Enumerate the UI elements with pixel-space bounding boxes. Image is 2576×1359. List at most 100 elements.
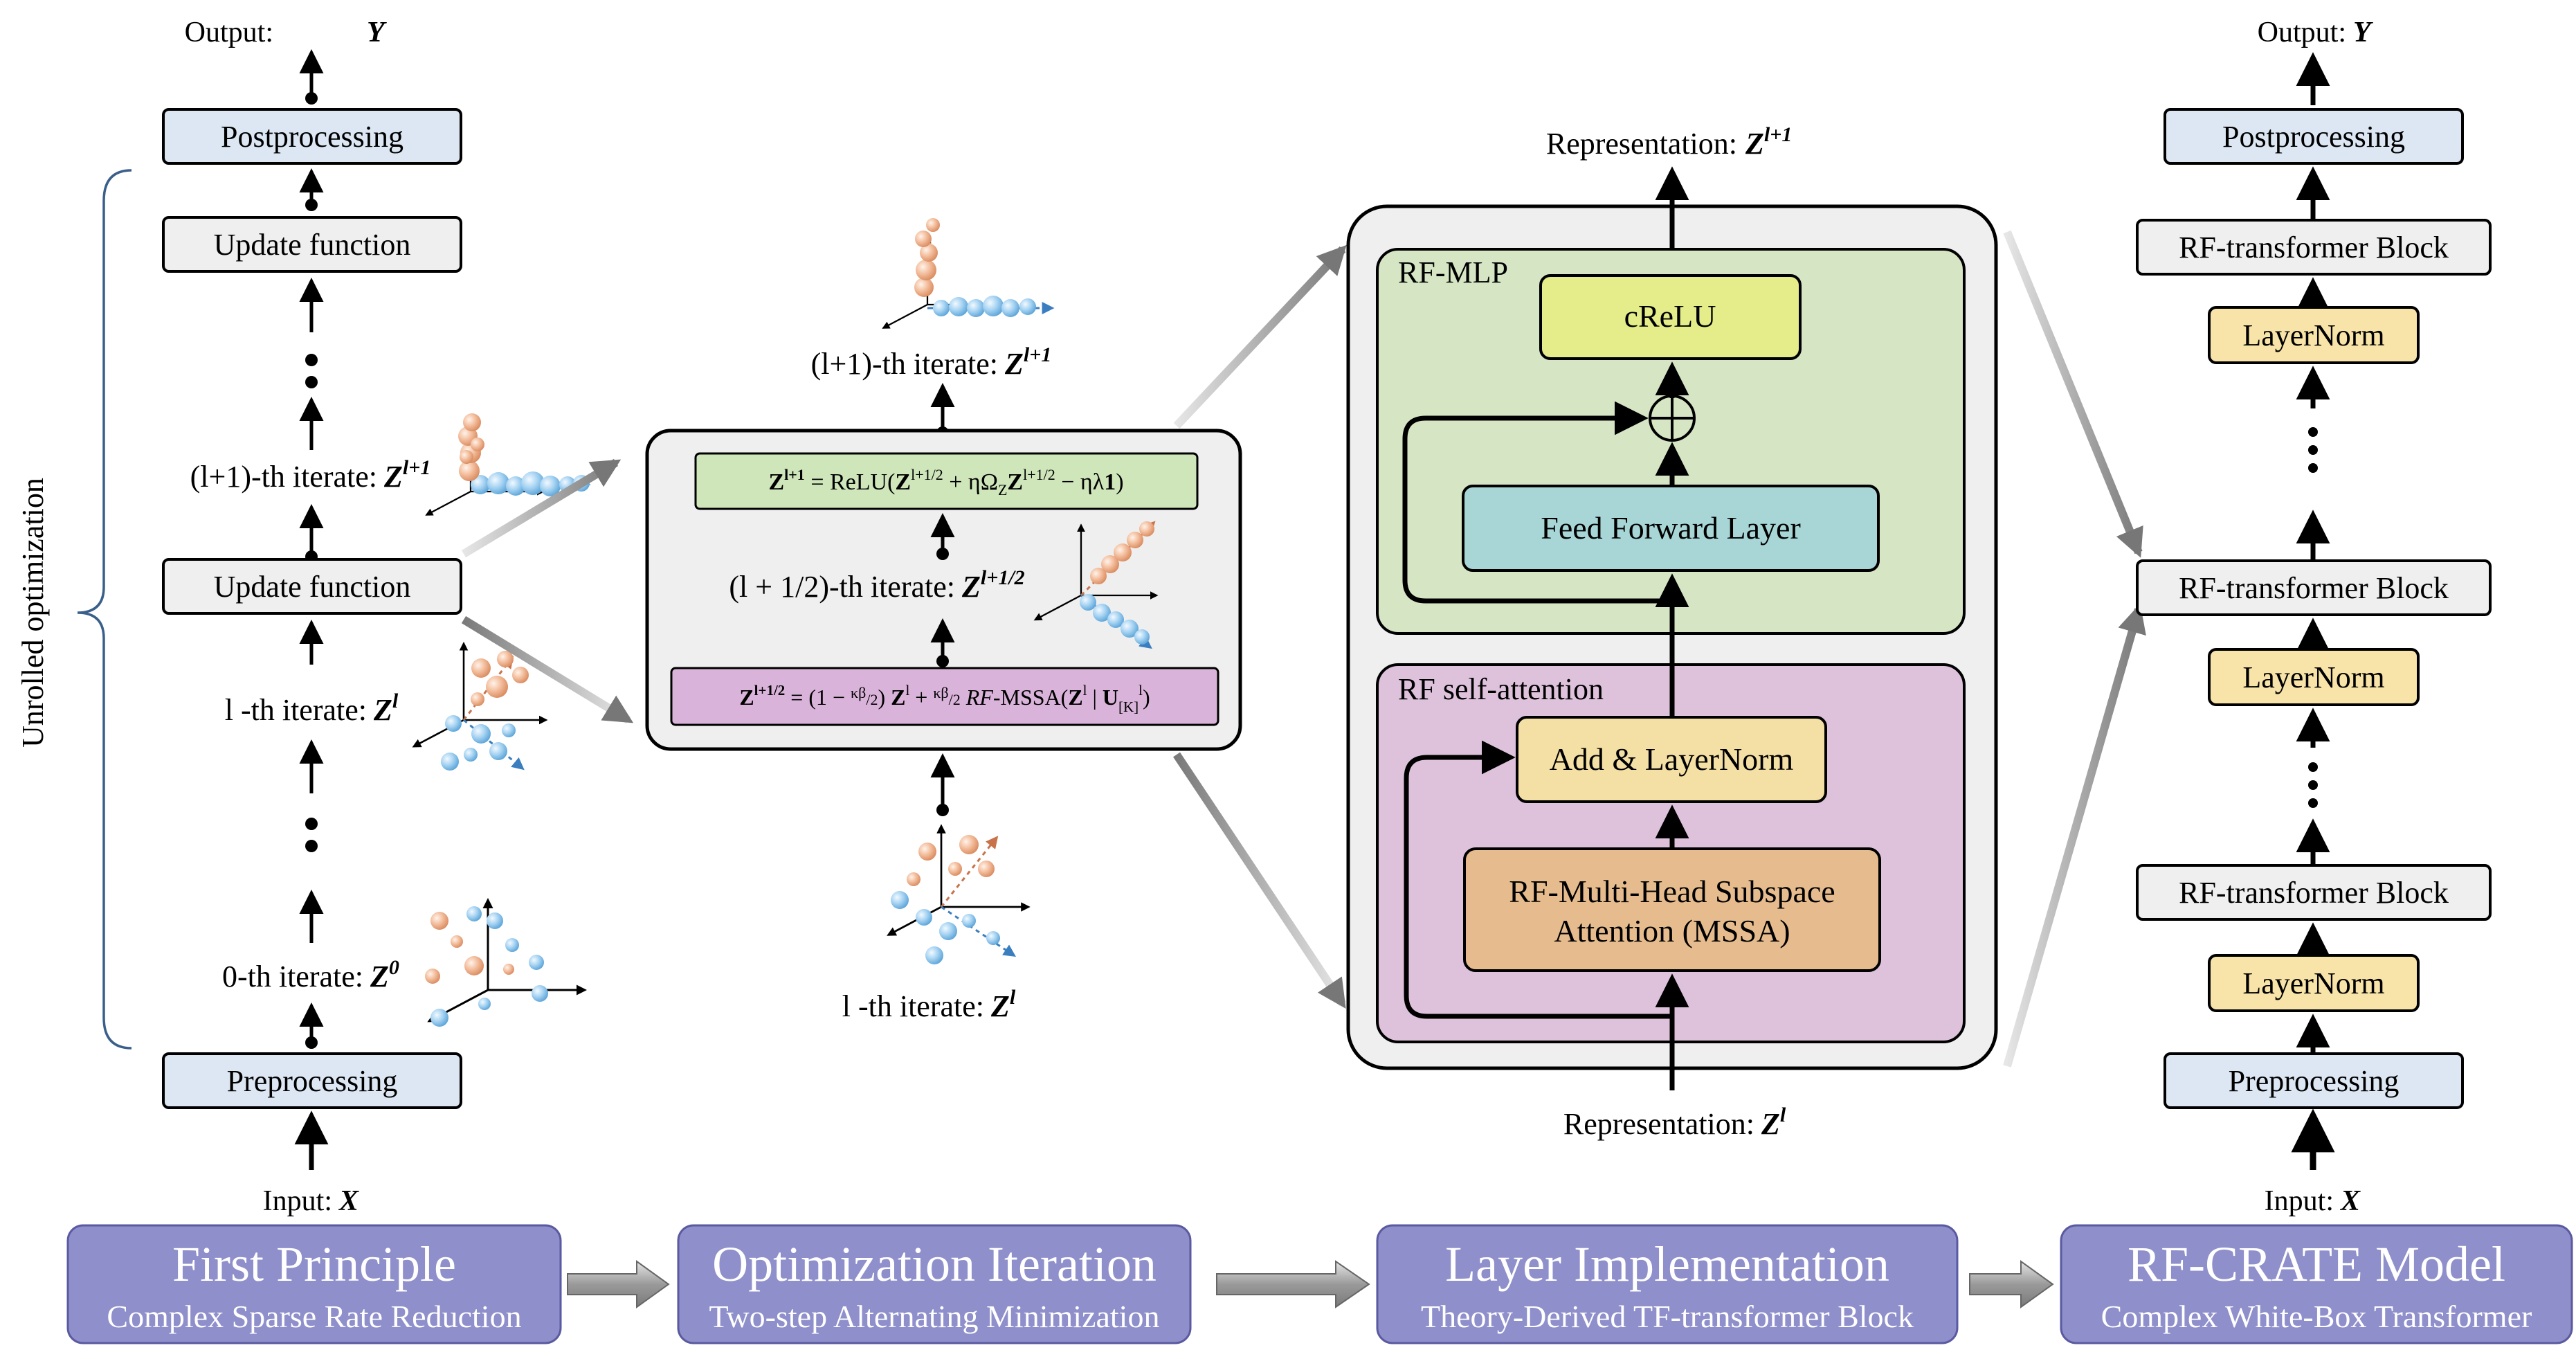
scatter-icon-mid-l1 xyxy=(883,218,1055,328)
mssa-box xyxy=(1463,847,1881,972)
dot xyxy=(936,548,949,560)
rf-mlp-title: RF-MLP xyxy=(1398,255,1508,289)
ellipsis-dot xyxy=(305,818,318,830)
right-layernorm-bottom-box xyxy=(2208,954,2420,1012)
unrolled-bracket xyxy=(77,169,132,1050)
scatter-icon-left-l xyxy=(414,644,546,771)
connector-mid-to-block-top xyxy=(1173,244,1347,429)
right-preprocessing-label: Preprocessing xyxy=(2229,1064,2400,1098)
left-preprocessing-box xyxy=(162,1052,462,1109)
left-update-function-mid-box xyxy=(162,558,462,615)
rf-self-attention-title: RF self-attention xyxy=(1398,672,1604,706)
stage-arrow-3 xyxy=(1969,1260,2054,1308)
right-input-var: X xyxy=(2339,1185,2361,1217)
left-update-function-mid-label: Update function xyxy=(214,570,411,604)
mid-iter-l1-label: (l+1)-th iterate: xyxy=(811,347,998,381)
left-iter-l-label: l -th iterate: xyxy=(225,693,367,727)
right-block-bottom-box xyxy=(2136,864,2492,921)
stage-bar: First Principle Complex Sparse Rate Redu… xyxy=(66,1224,2573,1344)
feed-forward-label: Feed Forward Layer xyxy=(1541,510,1801,546)
ellipsis-dot xyxy=(2308,427,2318,437)
dot xyxy=(936,804,949,816)
right-block-mid-label: RF-transformer Block xyxy=(2179,571,2449,605)
connector-update-to-mid-bottom xyxy=(461,615,634,724)
left-postprocessing-box xyxy=(162,108,462,165)
stage-title: Optimization Iteration xyxy=(712,1236,1157,1292)
stage-title: First Principle xyxy=(172,1236,456,1292)
mssa-label-line2: Attention (MSSA) xyxy=(1554,913,1790,948)
dot xyxy=(305,199,318,211)
right-layernorm-top-box xyxy=(2208,306,2420,364)
mid-iter-l-label: l -th iterate: xyxy=(842,989,984,1023)
right-block-top-box xyxy=(2136,219,2492,276)
left-output-var: Y xyxy=(367,17,387,48)
eq-top-box xyxy=(694,452,1199,510)
mssa-label-line1: RF-Multi-Head Subspace xyxy=(1509,874,1835,909)
left-output-label: Output: xyxy=(185,17,273,48)
right-block-bottom-label: RF-transformer Block xyxy=(2179,876,2449,910)
right-output-var: Y xyxy=(2353,17,2373,48)
ellipsis-dot xyxy=(2308,463,2318,473)
connector-mid-to-block-bottom xyxy=(1173,752,1346,1009)
ellipsis-dot xyxy=(2308,445,2318,455)
dot xyxy=(936,655,949,667)
stage-subtitle: Complex White-Box Transformer xyxy=(2101,1299,2532,1334)
rep-bottom-var: Zl xyxy=(1761,1104,1786,1141)
connector-update-to-mid-top xyxy=(461,458,622,558)
left-iter-l-var: Zl xyxy=(373,690,399,727)
scatter-icon-left-0 xyxy=(425,900,585,1027)
right-output-label: Output: xyxy=(2258,17,2346,48)
unrolled-optimization-label: Unrolled optimization xyxy=(16,478,50,748)
stage-optimization-iteration: Optimization Iteration Two-step Alternat… xyxy=(677,1224,1192,1344)
left-iter-0-var: Z0 xyxy=(370,956,399,993)
mid-iter-l1-var: Zl+1 xyxy=(1004,343,1051,381)
right-layernorm-top-label: LayerNorm xyxy=(2242,318,2384,352)
dot xyxy=(305,92,318,105)
right-input-label: Input: xyxy=(2265,1185,2334,1217)
right-block-mid-box xyxy=(2136,559,2492,616)
connector-block-to-right-bottom xyxy=(2003,603,2146,1068)
right-layernorm-mid-box xyxy=(2208,648,2420,706)
right-layernorm-mid-label: LayerNorm xyxy=(2242,660,2384,694)
crelu-box xyxy=(1539,274,1802,360)
stage-subtitle: Two-step Alternating Minimization xyxy=(709,1299,1160,1334)
left-iter-l1-var: Zl+1 xyxy=(383,456,430,494)
ellipsis-dot xyxy=(305,376,318,388)
stage-arrow-1 xyxy=(567,1260,670,1308)
crelu-label: cReLU xyxy=(1624,298,1716,334)
stage-layer-implementation: Layer Implementation Theory-Derived TF-t… xyxy=(1376,1224,1959,1344)
scatter-icon-mid-l xyxy=(889,826,1029,964)
left-preprocessing-label: Preprocessing xyxy=(227,1064,398,1098)
rep-top-label: Representation: xyxy=(1546,127,1737,161)
left-update-function-top-label: Update function xyxy=(214,228,411,262)
stage-rf-crate-model: RF-CRATE Model Complex White-Box Transfo… xyxy=(2060,1224,2573,1344)
rep-bottom-label: Representation: xyxy=(1563,1107,1754,1141)
stage-title: Layer Implementation xyxy=(1445,1236,1889,1292)
ellipsis-dot xyxy=(2308,780,2318,790)
right-layernorm-bottom-label: LayerNorm xyxy=(2242,966,2384,1000)
ellipsis-dot xyxy=(305,840,318,852)
left-input-label: Input: xyxy=(263,1185,332,1217)
dot xyxy=(305,1119,318,1132)
eq-top-text: Zl+1 = ReLU(Zl+1/2 + ηΩZZl+1/2 − ηλ1) xyxy=(768,466,1123,498)
stage-first-principle: First Principle Complex Sparse Rate Redu… xyxy=(66,1224,562,1344)
right-column: Output: Y Postprocessing RF-transformer … xyxy=(2136,17,2492,1217)
rep-top-var: Zl+1 xyxy=(1745,123,1792,161)
stage-subtitle: Complex Sparse Rate Reduction xyxy=(107,1299,521,1334)
ellipsis-dot xyxy=(305,354,318,366)
scatter-icon-left-l1 xyxy=(426,413,591,515)
eq-bottom-text: Zl+1/2 = (1 − κβ/2) Zl + κβ/2 RF-MSSA(Zl… xyxy=(739,682,1150,715)
eq-bottom-box xyxy=(670,667,1219,726)
feed-forward-box xyxy=(1462,485,1880,572)
layer-block: Representation: Zl+1 RF-MLP cReLU Feed F… xyxy=(1346,123,1998,1141)
stage-arrow-2 xyxy=(1216,1260,1370,1308)
add-layernorm-label: Add & LayerNorm xyxy=(1550,741,1794,777)
residual-mlp xyxy=(1402,401,1672,604)
left-postprocessing-label: Postprocessing xyxy=(221,120,403,154)
mid-iter-half-label: (l + 1/2)-th iterate: xyxy=(729,570,955,604)
ellipsis-dot xyxy=(2308,762,2318,772)
stage-subtitle: Theory-Derived TF-transformer Block xyxy=(1421,1299,1914,1334)
dot xyxy=(305,1036,318,1049)
mid-iter-l-var: Zl xyxy=(990,986,1016,1023)
